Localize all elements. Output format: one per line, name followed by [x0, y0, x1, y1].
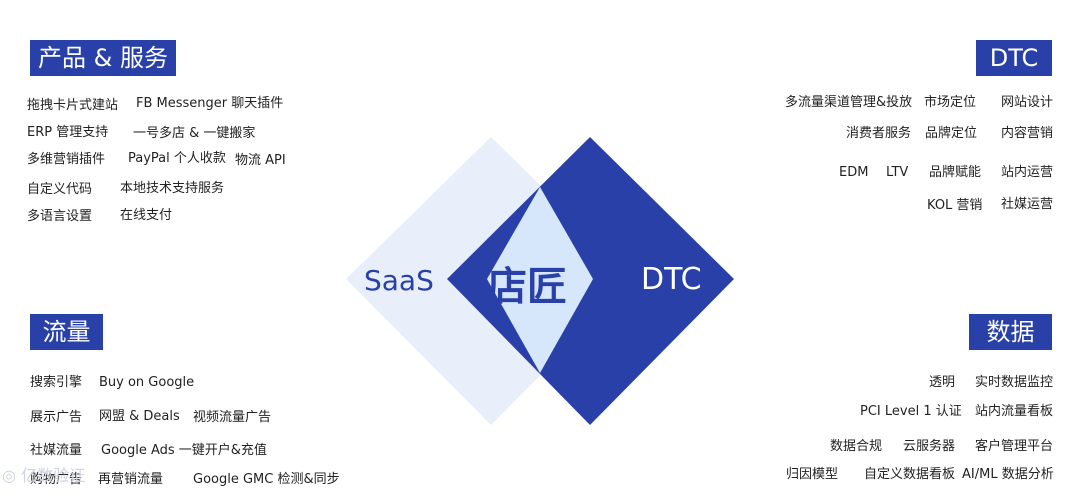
data-item: AI/ML 数据分析 — [962, 467, 1054, 482]
data-item: 实时数据监控 — [975, 375, 1054, 390]
traffic-item: 网盟 & Deals — [99, 409, 180, 424]
dtc-center-label: DTC — [641, 262, 702, 297]
data-item: PCI Level 1 认证 — [860, 404, 962, 419]
dtc-item: 品牌定位 — [925, 126, 978, 141]
traffic-item: 展示广告 — [30, 410, 83, 425]
traffic-item: 再营销流量 — [98, 472, 164, 487]
data-item: 站内流量看板 — [975, 404, 1054, 419]
data-item: 归因模型 — [786, 467, 839, 482]
watermark: ◎ 亿数验证 — [2, 462, 85, 486]
dtc-item: 多流量渠道管理&投放 — [785, 95, 913, 110]
dtc-item: 消费者服务 — [846, 126, 912, 141]
product-item: ERP 管理支持 — [27, 125, 109, 140]
product-item: 本地技术支持服务 — [120, 181, 225, 196]
product-item: 物流 API — [235, 153, 286, 168]
saas-label: SaaS — [364, 264, 434, 297]
watermark-text: 亿数验证 — [21, 466, 86, 485]
product-item: 自定义代码 — [27, 182, 93, 197]
product-item: 一号多店 & 一键搬家 — [133, 126, 256, 141]
dtc-item: 站内运营 — [1001, 165, 1054, 180]
data-item: 数据合规 — [830, 439, 883, 454]
overlap-diamond — [487, 187, 593, 373]
products-title-badge: 产品 & 服务 — [30, 40, 176, 76]
data-item: 云服务器 — [903, 439, 956, 454]
traffic-title-badge: 流量 — [30, 314, 103, 350]
dtc-item: 品牌赋能 — [929, 165, 982, 180]
watermark-logo-icon: ◎ — [2, 466, 16, 485]
traffic-item: Buy on Google — [99, 375, 195, 390]
traffic-item: 搜索引擎 — [30, 375, 83, 390]
data-title-badge: 数据 — [969, 314, 1052, 350]
dtc-item: 市场定位 — [924, 95, 977, 110]
dtc-item: 社媒运营 — [1001, 197, 1054, 212]
data-item: 客户管理平台 — [975, 439, 1054, 454]
dtc-title-badge: DTC — [976, 40, 1052, 76]
data-item: 自定义数据看板 — [864, 467, 956, 482]
traffic-item: 视频流量广告 — [193, 410, 272, 425]
data-item: 透明 — [929, 375, 956, 390]
brand-label: 店匠 — [487, 264, 567, 310]
traffic-item: Google GMC 检测&同步 — [193, 472, 340, 487]
product-item: FB Messenger 聊天插件 — [136, 96, 284, 111]
product-item: PayPal 个人收款 — [128, 151, 226, 166]
dtc-item: 网站设计 — [1001, 95, 1054, 110]
product-item: 在线支付 — [120, 208, 173, 223]
product-item: 拖拽卡片式建站 — [27, 98, 119, 113]
dtc-item: EDM — [839, 165, 869, 180]
traffic-item: 购物广告 — [30, 472, 83, 487]
dtc-item: LTV — [886, 165, 909, 180]
product-item: 多语言设置 — [27, 209, 93, 224]
traffic-item: Google Ads 一键开户&充值 — [101, 443, 267, 458]
dtc-item: 内容营销 — [1001, 126, 1054, 141]
traffic-item: 社媒流量 — [30, 443, 83, 458]
dtc-item: KOL 营销 — [927, 198, 983, 213]
product-item: 多维营销插件 — [27, 152, 106, 167]
